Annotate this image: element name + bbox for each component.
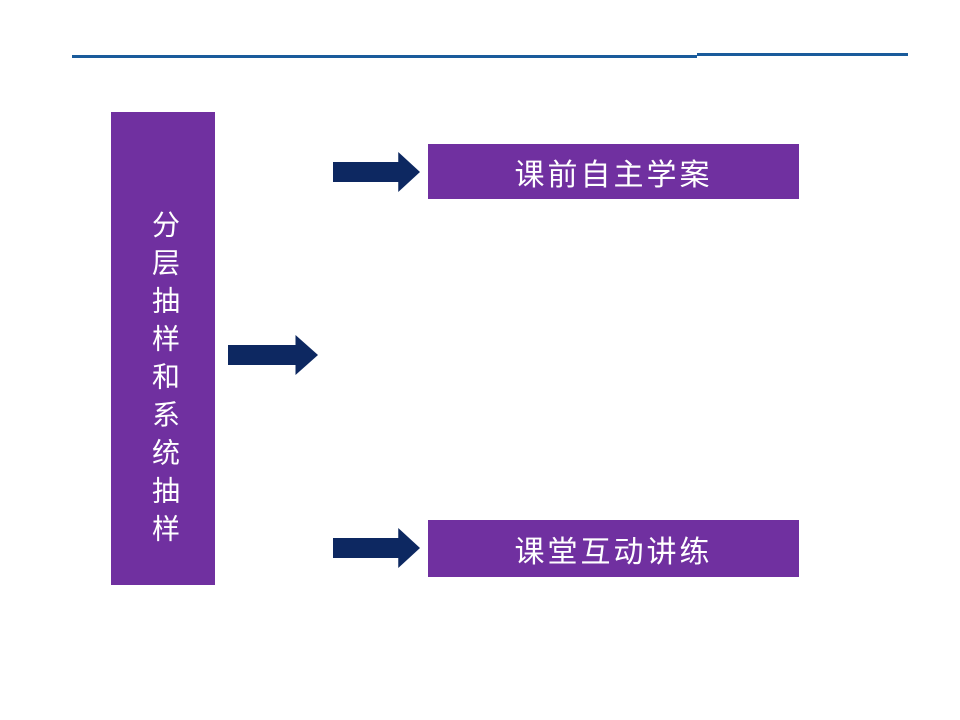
section-link-preclass-label: 课前自主学案 bbox=[514, 158, 713, 192]
section-link-classroom[interactable]: 课堂互动讲练 bbox=[428, 520, 799, 577]
section-link-classroom-label: 课堂互动讲练 bbox=[514, 535, 713, 569]
right-arrow-icon bbox=[333, 152, 420, 192]
right-arrow-icon bbox=[228, 335, 318, 375]
title-divider-line-right bbox=[697, 53, 908, 56]
title-divider-line-left bbox=[72, 55, 697, 58]
right-arrow-icon bbox=[333, 528, 420, 568]
chapter-title-panel: 分层抽样和系统抽样 bbox=[111, 112, 215, 585]
chapter-title-text: 分层抽样和系统抽样 bbox=[148, 210, 179, 552]
section-link-preclass[interactable]: 课前自主学案 bbox=[428, 144, 799, 199]
